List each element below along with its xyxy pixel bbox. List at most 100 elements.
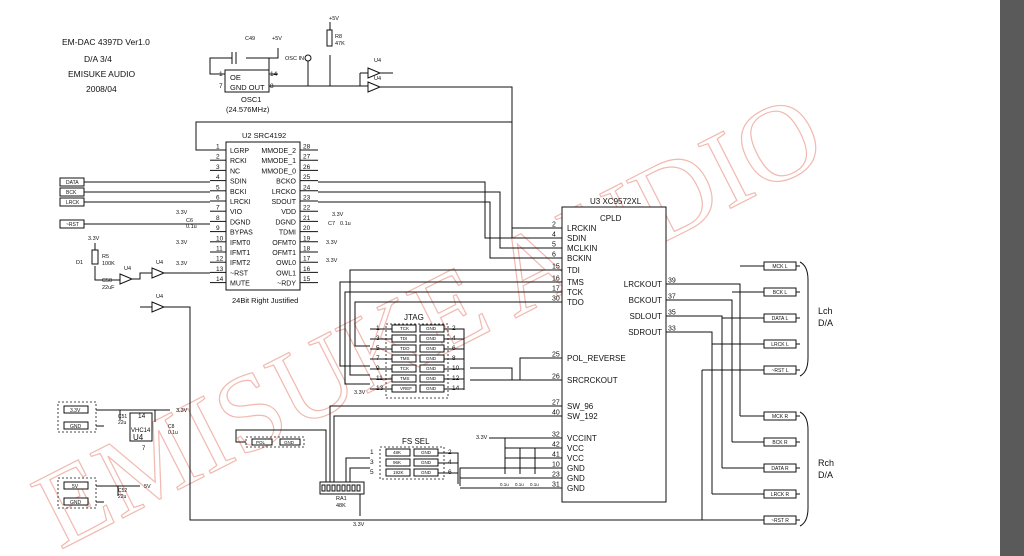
u2-right-pin-num: 28 (303, 144, 311, 151)
jtag-gnd: GND (426, 366, 437, 371)
ra1-ref: RA1 (336, 496, 347, 502)
title-line-4: 2008/04 (86, 84, 117, 94)
u3-left-pin-num: 6 (552, 252, 556, 259)
fs-pin-left: 5 (370, 469, 374, 476)
u3-right-pin-name: BCKOUT (629, 296, 662, 305)
u3-left-pin-num: 41 (552, 452, 560, 459)
u3-left-pin-name: VCC (567, 444, 584, 453)
u2-left-pin-num: 4 (216, 174, 220, 181)
u2-right-pin-num: 15 (303, 276, 311, 283)
u3-right-pin-name: SDROUT (628, 328, 662, 337)
ra1: RA1 48K 3.3V (319, 481, 365, 528)
u2-left-pin-num: 11 (216, 246, 223, 253)
c7-val: 0.1u (340, 221, 351, 227)
u3-left-pin-name: SW_96 (567, 402, 594, 411)
cpld-cap-3: 0.1u (530, 482, 539, 487)
u2-right-pin-num: 25 (303, 174, 311, 181)
u3-left-pin-num: 27 (552, 400, 560, 407)
osc-pin-oe: OE (230, 73, 241, 82)
u2-right-pin-name: MMODE_1 (261, 158, 296, 165)
u2-left-pin-name: IFMT1 (230, 250, 250, 257)
u2-left-pin-name: SDIN (230, 179, 247, 186)
u3-left-pin-name: BCKIN (567, 254, 592, 263)
u2-left-pin-name: VIO (230, 209, 243, 216)
u2-left-pin-num: 9 (216, 225, 220, 232)
fs-sig: 192K (393, 470, 404, 475)
u3-left-pin-num: 17 (552, 286, 560, 293)
jtag-sig: TDI (400, 336, 407, 341)
rch-net: ~RST R (771, 518, 789, 524)
osc-in: OSC IN (285, 56, 304, 62)
u2-left-pin-num: 12 (216, 256, 224, 263)
u3-left-pin-num: 5 (552, 242, 556, 249)
u3-body (561, 206, 667, 503)
lch-net: DATA L (772, 316, 789, 322)
u3-left-pin-name: SRCRCKOUT (567, 376, 618, 385)
u2-right-pin-name: MMODE_2 (261, 148, 296, 155)
rch-net: MCK R (772, 414, 789, 420)
title-line-2: D/A 3/4 (84, 54, 112, 64)
jtag-sig: TMS (400, 356, 410, 361)
u2-ifmt2-3v3: 3.3V (176, 261, 188, 267)
u2-left-pin-num: 14 (216, 276, 224, 283)
jtag-sig: TCK (400, 366, 409, 371)
jtag-sig: TMS (400, 376, 410, 381)
pwr-c8-val: 0.1u (168, 430, 178, 436)
u3-left-pin-num: 10 (552, 462, 560, 469)
osc-freq: (24.576MHz) (226, 105, 270, 114)
u2-left-pin-num: 2 (216, 154, 220, 161)
power-section: 3.3V GND 14 VHC14 U4 7 C51 22u C8 0.1u 3… (57, 401, 188, 509)
u2-left-pin-num: 6 (216, 195, 220, 202)
u3-right-pin-name: SDLOUT (630, 312, 663, 321)
osc-cap: C49 (245, 36, 255, 42)
pwr-c51-val: 22u (118, 420, 127, 426)
u2-left-pin-name: IFMT2 (230, 260, 250, 267)
fs-pin-left: 3 (370, 459, 374, 466)
u2-title: U2 SRC4192 (242, 131, 286, 140)
u3-left-pin-num: 2 (552, 222, 556, 229)
u2-right-pin-num: 16 (303, 266, 311, 273)
schematic-sheet: EMISUKE AUDIO EM-DAC 4397D Ver1.0 D/A 3/… (0, 0, 1000, 556)
jtag-gnd: GND (426, 386, 437, 391)
u4-pin7: 7 (142, 446, 146, 452)
u2-left-pin-num: 1 (216, 144, 220, 151)
pwr-gnd-label-2: GND (70, 500, 82, 506)
u2-left-pin-name: ~RST (230, 270, 249, 277)
pol-sig: POL (256, 440, 266, 445)
c50: C50 (102, 278, 112, 284)
rch-net: DATA R (771, 466, 789, 472)
r5-val: 100K (102, 261, 115, 267)
u2-left-pin-name: LGRP (230, 148, 249, 155)
input-net: LRCK (66, 200, 80, 206)
pwr-c52-val: 22u (118, 494, 127, 500)
u3-left-pin-name: TCK (567, 288, 584, 297)
rch-label: Rch (818, 458, 834, 468)
schematic-svg: EMISUKE AUDIO EM-DAC 4397D Ver1.0 D/A 3/… (15, 16, 842, 556)
reset-3v3: 3.3V (88, 236, 100, 242)
pwr-gnd-label: GND (70, 424, 82, 430)
u4-ref: U4 (133, 433, 144, 442)
u2-vio-3v3: 3.3V (176, 210, 188, 216)
u3-left-pin-num: 4 (552, 232, 556, 239)
u2-vdd-3v3: 3.3V (332, 212, 344, 218)
u3-title: U3 XC9572XL (590, 197, 642, 206)
pwr-3v3-rail: 3.3V (176, 408, 188, 414)
cpld-cap-1: 0.1u (500, 482, 509, 487)
lch-net: LRCK L (771, 342, 789, 348)
u3-left-pin-name: VCC (567, 454, 584, 463)
u3-left-pin-num: 16 (552, 276, 560, 283)
u2-right-pin-name: OWL0 (276, 260, 296, 267)
pwr-c52: C52 (118, 488, 127, 494)
u3-pins: LRCKIN2SDIN4MCLKIN5BCKIN6TDI15TMS16TCK17… (544, 222, 690, 493)
fs-sig: 96K (393, 460, 401, 465)
u2-right-pin-name: OFMT1 (272, 250, 296, 257)
osc-ref: OSC1 (241, 95, 261, 104)
lch-net: MCK L (772, 264, 788, 270)
u3-right-pin-num: 37 (668, 294, 676, 301)
cpld-cap-2: 0.1u (515, 482, 524, 487)
input-net: BCK (66, 190, 77, 196)
u3-xc9572xl: U3 XC9572XL CPLD LRCKIN2SDIN4MCLKIN5BCKI… (544, 197, 690, 503)
